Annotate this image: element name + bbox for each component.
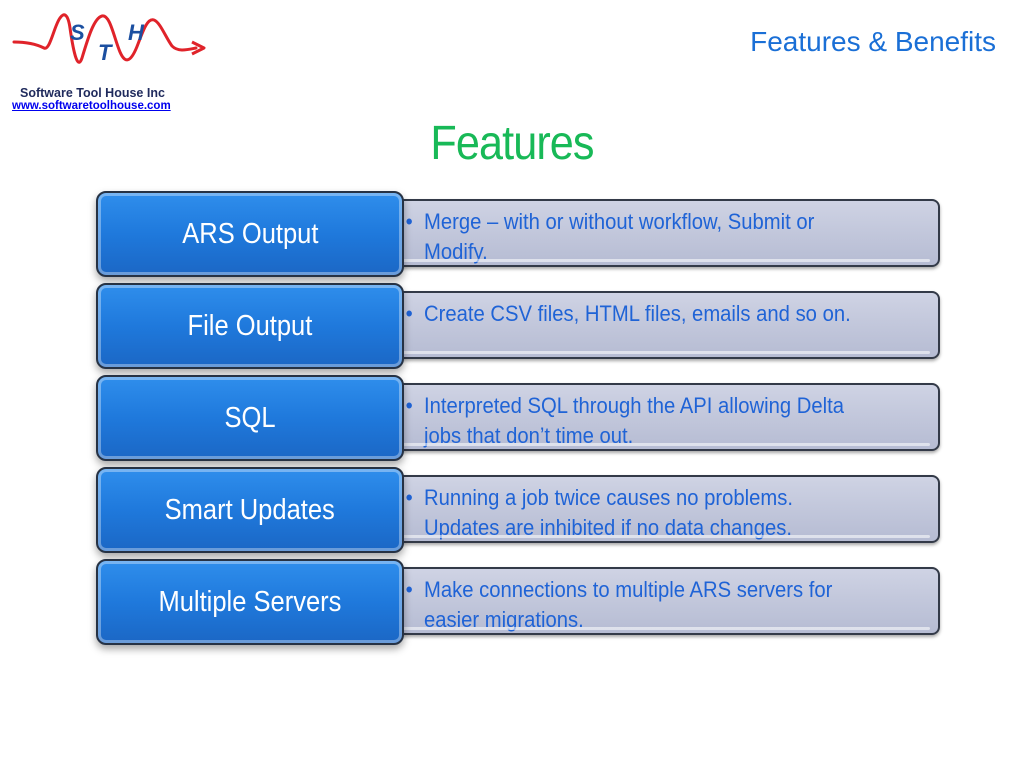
feature-description: • Merge – with or without workflow, Subm…: [406, 207, 866, 267]
feature-row-multiple-servers: • Make connections to multiple ARS serve…: [96, 559, 948, 651]
feature-row-ars-output: • Merge – with or without workflow, Subm…: [96, 191, 948, 283]
feature-description-box: • Interpreted SQL through the API allowi…: [386, 383, 940, 451]
header-title: Features & Benefits: [750, 26, 996, 57]
page-title: Features: [430, 117, 594, 170]
logo-letter-s: S: [70, 20, 85, 45]
feature-box-smart-updates: Smart Updates: [96, 467, 404, 553]
feature-box-file-output: File Output: [96, 283, 404, 369]
feature-box-multiple-servers: Multiple Servers: [96, 559, 404, 645]
feature-description-text: Make connections to multiple ARS servers…: [424, 577, 833, 632]
feature-label: ARS Output: [181, 217, 319, 250]
feature-description-text: Running a job twice causes no problems. …: [424, 485, 794, 540]
bullet-icon: •: [405, 209, 413, 234]
feature-box-sql: SQL: [96, 375, 404, 461]
feature-description-box: • Make connections to multiple ARS serve…: [386, 567, 940, 635]
company-name: Software Tool House Inc: [20, 86, 165, 100]
feature-description-box: • Create CSV files, HTML files, emails a…: [386, 291, 940, 359]
feature-description-text: Merge – with or without workflow, Submit…: [424, 209, 815, 264]
logo-letter-t: T: [98, 40, 113, 65]
feature-description-text: Create CSV files, HTML files, emails and…: [424, 301, 851, 326]
logo-wave-icon: S H T: [12, 13, 206, 65]
feature-description: • Running a job twice causes no problems…: [406, 483, 866, 543]
feature-row-smart-updates: • Running a job twice causes no problems…: [96, 467, 948, 559]
feature-description-box: • Merge – with or without workflow, Subm…: [386, 199, 940, 267]
feature-description-box: • Running a job twice causes no problems…: [386, 475, 940, 543]
company-url-link[interactable]: www.softwaretoolhouse.com: [12, 100, 171, 112]
feature-label: File Output: [187, 309, 313, 342]
sth-logo[interactable]: S H T Software Tool House Inc www.softwa…: [10, 8, 220, 112]
feature-list: • Merge – with or without workflow, Subm…: [96, 191, 948, 651]
feature-label: Smart Updates: [164, 493, 336, 526]
feature-row-sql: • Interpreted SQL through the API allowi…: [96, 375, 948, 467]
feature-description: • Make connections to multiple ARS serve…: [406, 575, 866, 635]
feature-label: SQL: [224, 401, 276, 434]
feature-row-file-output: • Create CSV files, HTML files, emails a…: [96, 283, 948, 375]
feature-description: • Create CSV files, HTML files, emails a…: [406, 299, 866, 329]
bullet-icon: •: [405, 485, 413, 510]
feature-description-text: Interpreted SQL through the API allowing…: [424, 393, 845, 448]
feature-label: Multiple Servers: [158, 585, 342, 618]
feature-box-ars-output: ARS Output: [96, 191, 404, 277]
bullet-icon: •: [405, 577, 413, 602]
logo-letter-h: H: [128, 20, 145, 45]
feature-description: • Interpreted SQL through the API allowi…: [406, 391, 866, 451]
bullet-icon: •: [405, 301, 413, 326]
bullet-icon: •: [405, 393, 413, 418]
